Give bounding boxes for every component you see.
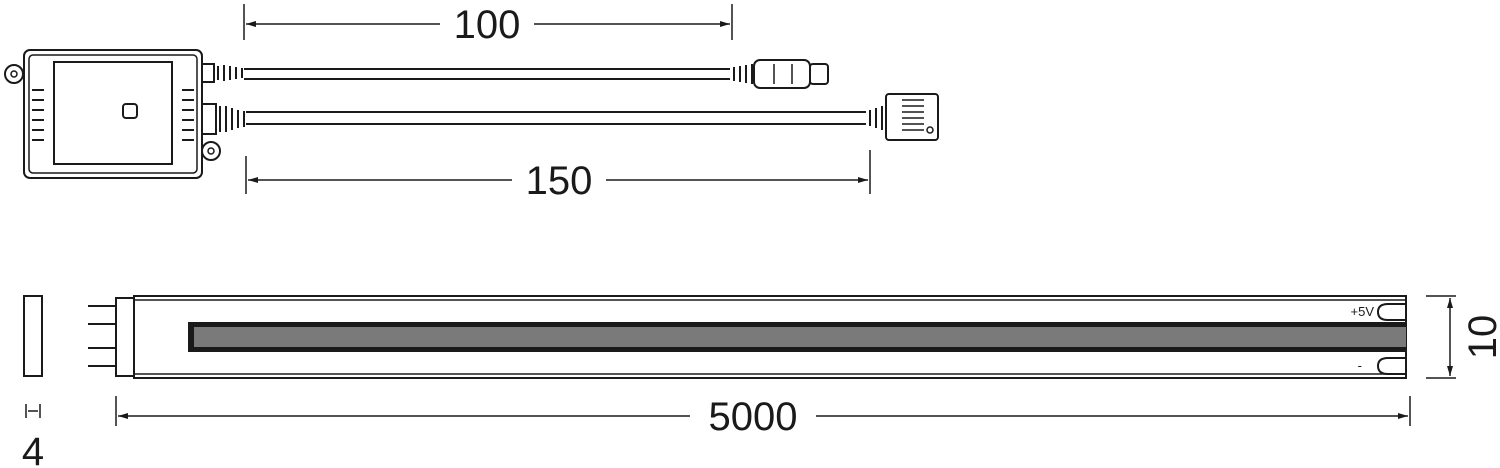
dimension-100-label: 100 — [454, 3, 521, 47]
dimension-150: 150 — [245, 150, 871, 203]
dimension-100: 100 — [243, 3, 733, 47]
dimension-10: 10 — [1426, 295, 1500, 379]
dimension-5000: 5000 — [115, 395, 1411, 439]
label-negative: - — [1358, 358, 1362, 373]
label-positive: +5V — [1351, 304, 1375, 319]
controller-grip-right — [182, 89, 194, 141]
controller-box — [4, 49, 221, 179]
lower-cable — [201, 93, 939, 141]
dimension-10-label: 10 — [1461, 315, 1500, 360]
dimension-5000-label: 5000 — [709, 395, 798, 439]
controller-grip-left — [32, 89, 44, 141]
upper-cable — [201, 59, 829, 89]
strip-cross-section: 4 — [22, 295, 44, 468]
dimension-150-label: 150 — [526, 159, 593, 203]
strip-pins — [88, 297, 135, 377]
led-strip: +5V - — [88, 295, 1407, 379]
dimension-4-label: 4 — [22, 430, 44, 468]
